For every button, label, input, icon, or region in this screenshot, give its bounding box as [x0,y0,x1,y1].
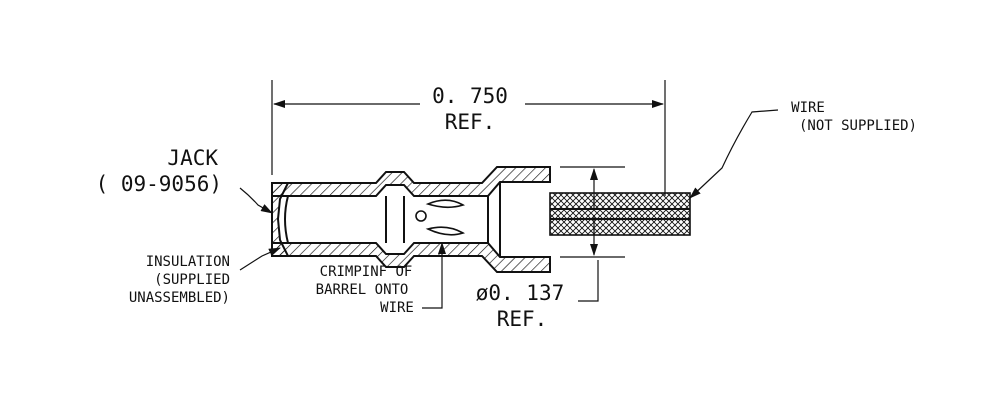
diameter-value: ø0. 137 [476,281,565,305]
jack-callout: JACK ( 09-9056) [96,146,273,214]
length-value: 0. 750 [432,84,508,108]
wire-callout: WIRE (NOT SUPPLIED) [689,100,917,199]
length-dimension: 0. 750 REF. [271,80,666,196]
insulation-label-1: INSULATION [146,254,230,270]
diameter-dimension: ø0. 137 REF. [476,166,625,331]
diameter-ref: REF. [497,307,548,331]
length-ref: REF. [445,110,496,134]
crimp-label-1: CRIMPINF OF [320,264,413,280]
crimp-label-3: WIRE [380,300,414,316]
crimp-callout: CRIMPINF OF BARREL ONTO WIRE [316,242,446,316]
wire-body [549,192,691,236]
wire-label-1: WIRE [791,100,825,116]
jack-part-number: ( 09-9056) [96,172,222,196]
jack-body [271,166,551,273]
insulation-label-3: UNASSEMBLED) [129,290,230,306]
jack-label: JACK [167,146,218,170]
wire-label-2: (NOT SUPPLIED) [799,118,917,134]
insulation-callout: INSULATION (SUPPLIED UNASSEMBLED) [129,247,281,306]
crimp-label-2: BARREL ONTO [316,282,409,298]
insulation-label-2: (SUPPLIED [154,272,230,288]
